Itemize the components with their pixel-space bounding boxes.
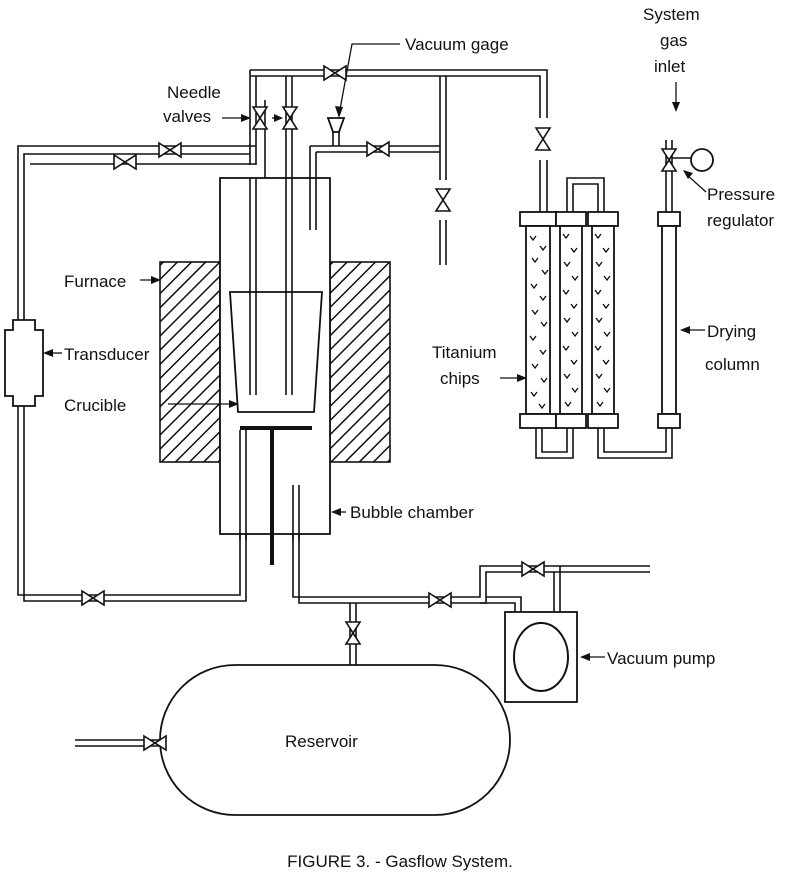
label-pressure-regulator-line2: regulator: [707, 211, 774, 230]
vacuum-gage: [326, 117, 346, 133]
titanium-chip-columns: [519, 211, 619, 429]
label-transducer: Transducer: [64, 345, 150, 364]
label-vacuum-pump: Vacuum pump: [607, 649, 715, 668]
label-bubble-chamber: Bubble chamber: [350, 503, 474, 522]
crucible: [229, 291, 323, 413]
furnace: [159, 261, 391, 463]
label-drying-column-line2: column: [705, 355, 760, 374]
label-system-gas-inlet-line3: inlet: [654, 57, 685, 76]
label-crucible: Crucible: [64, 396, 126, 415]
label-titanium-chips-line1: Titanium: [432, 343, 497, 362]
label-arrows: [43, 43, 707, 661]
drying-column: [657, 211, 681, 429]
vacuum-pump: [504, 611, 578, 703]
label-furnace: Furnace: [64, 272, 126, 291]
transducer: [4, 319, 44, 407]
label-system-gas-inlet-line1: System: [643, 5, 700, 24]
label-system-gas-inlet-line2: gas: [660, 31, 687, 50]
label-needle-valves-line2: valves: [163, 107, 211, 126]
label-pressure-regulator-line1: Pressure: [707, 185, 775, 204]
reservoir: [159, 664, 511, 816]
label-reservoir: Reservoir: [285, 732, 358, 751]
label-titanium-chips-line2: chips: [440, 369, 480, 388]
label-drying-column-line1: Drying: [707, 322, 756, 341]
figure-caption: FIGURE 3. - Gasflow System.: [287, 852, 513, 871]
pressure-regulator: [690, 148, 714, 172]
label-vacuum-gage: Vacuum gage: [405, 35, 509, 54]
label-needle-valves-line1: Needle: [167, 83, 221, 102]
